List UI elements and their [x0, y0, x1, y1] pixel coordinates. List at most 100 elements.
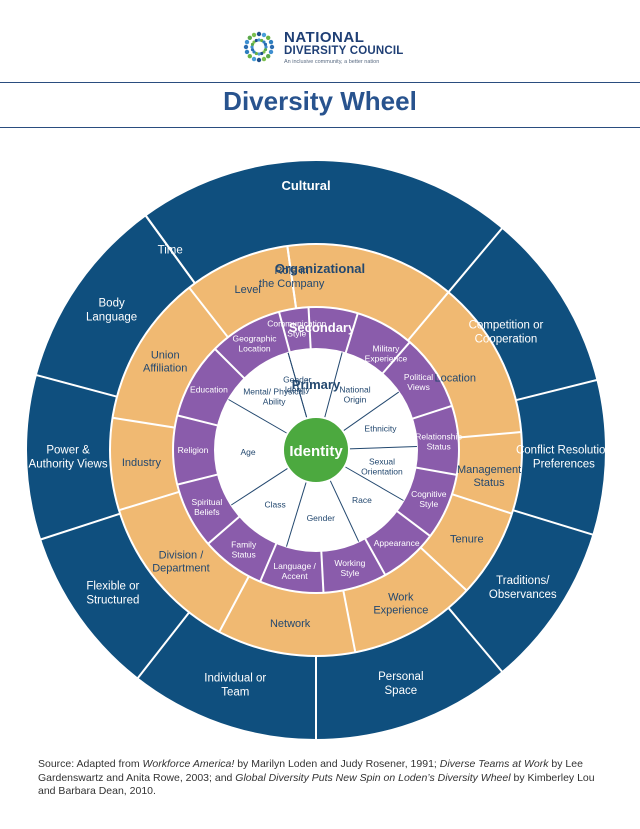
- logo-dot: [265, 53, 271, 59]
- logo-dot: [247, 53, 253, 59]
- ring-divider: [419, 546, 468, 592]
- ring-item-race: Race: [352, 495, 372, 505]
- logo-dot: [250, 48, 255, 52]
- logo-dot: [254, 38, 258, 43]
- logo-dots-icon: [243, 31, 275, 63]
- logo-dot: [243, 44, 249, 50]
- ring-divider: [278, 311, 291, 353]
- ring-title-secondary: Secondary: [289, 320, 356, 335]
- ring-divider: [287, 352, 308, 419]
- source-suffix: by Kimberley Lou and Barbara Dean, 2010.: [38, 771, 595, 798]
- logo-dot: [260, 51, 264, 56]
- ring-divider: [207, 515, 241, 545]
- ring-divider: [344, 312, 359, 354]
- ring-divider: [324, 352, 343, 419]
- ring-divider: [144, 214, 196, 284]
- ring-item-education: Education: [190, 384, 228, 394]
- title-top-rule: [0, 82, 640, 83]
- ring-divider: [218, 575, 250, 633]
- logo-dot: [247, 35, 253, 41]
- logo-dot: [254, 51, 258, 56]
- ring-divider: [188, 287, 229, 338]
- ring-divider: [231, 467, 289, 506]
- ring-item-appearance: Appearance: [374, 538, 420, 548]
- logo-dot: [269, 44, 275, 50]
- ring-item-age: Age: [240, 447, 255, 457]
- ring-divider: [344, 466, 404, 501]
- logo-dot: [264, 45, 268, 49]
- logo-dot: [256, 57, 262, 63]
- ring-divider: [320, 550, 325, 593]
- ring-divider: [364, 537, 387, 576]
- ring-item-network: Network: [270, 618, 311, 630]
- title-bottom-rule: [0, 127, 640, 128]
- source-mid1: by Marilyn Loden and Judy Rosener, 1991;: [234, 758, 440, 770]
- ring-divider: [447, 227, 504, 293]
- logo-dot: [262, 40, 266, 44]
- ring-divider: [39, 512, 121, 541]
- ring-item-religion: Religion: [178, 445, 209, 455]
- logo-name-line1: NATIONAL: [284, 29, 365, 46]
- ring-divider: [396, 509, 431, 537]
- ring-item-division-department: Division /Department: [152, 550, 209, 575]
- ring-divider: [415, 466, 458, 476]
- ring-divider: [214, 348, 246, 380]
- ring-divider: [177, 414, 219, 427]
- source-citation: Source: Adapted from Workforce America! …: [38, 758, 608, 799]
- logo-dot: [263, 48, 268, 52]
- ring-divider: [348, 445, 417, 450]
- ring-divider: [411, 404, 453, 420]
- ring-item-power-authority-views: Power &Authority Views: [29, 445, 108, 471]
- ring-divider: [228, 399, 288, 434]
- ring-item-language-accent: Language /Accent: [273, 561, 316, 581]
- logo-dot: [261, 56, 267, 62]
- ring-item-traditions-observances: Traditions/Observances: [489, 575, 557, 601]
- ring-divider: [118, 490, 180, 512]
- ring-divider: [447, 607, 504, 673]
- ring-divider: [342, 590, 357, 653]
- ring-divider: [177, 473, 219, 486]
- source-prefix: Source: Adapted from: [38, 758, 143, 770]
- logo-dot: [263, 42, 268, 46]
- logo-dot: [252, 50, 256, 54]
- ring-item-class: Class: [264, 499, 285, 509]
- page-title: Diversity Wheel: [223, 86, 417, 116]
- ring-item-gender: Gender: [307, 513, 336, 523]
- logo-tagline: An inclusive community, a better nation: [284, 59, 380, 65]
- logo-dot: [251, 56, 257, 62]
- logo-name-line2: DIVERSITY COUNCIL: [284, 45, 404, 57]
- ring-item-ethnicity: Ethnicity: [364, 423, 397, 433]
- logo-dot: [250, 42, 255, 46]
- logo: NATIONAL DIVERSITY COUNCIL An inclusive …: [240, 28, 420, 68]
- ring-divider: [329, 479, 360, 542]
- logo-dot: [256, 31, 262, 37]
- ring-divider: [458, 431, 522, 439]
- ring-divider: [136, 611, 190, 680]
- ring-title-primary: Primary: [292, 377, 341, 392]
- ring-divider: [307, 307, 312, 350]
- logo-dot: [265, 35, 271, 41]
- ring-item-industry: Industry: [122, 457, 162, 469]
- ring-divider: [407, 291, 450, 342]
- ring-divider: [286, 245, 298, 309]
- source-book1: Workforce America!: [142, 758, 235, 770]
- logo-dot: [252, 40, 256, 44]
- ring-divider: [35, 373, 118, 398]
